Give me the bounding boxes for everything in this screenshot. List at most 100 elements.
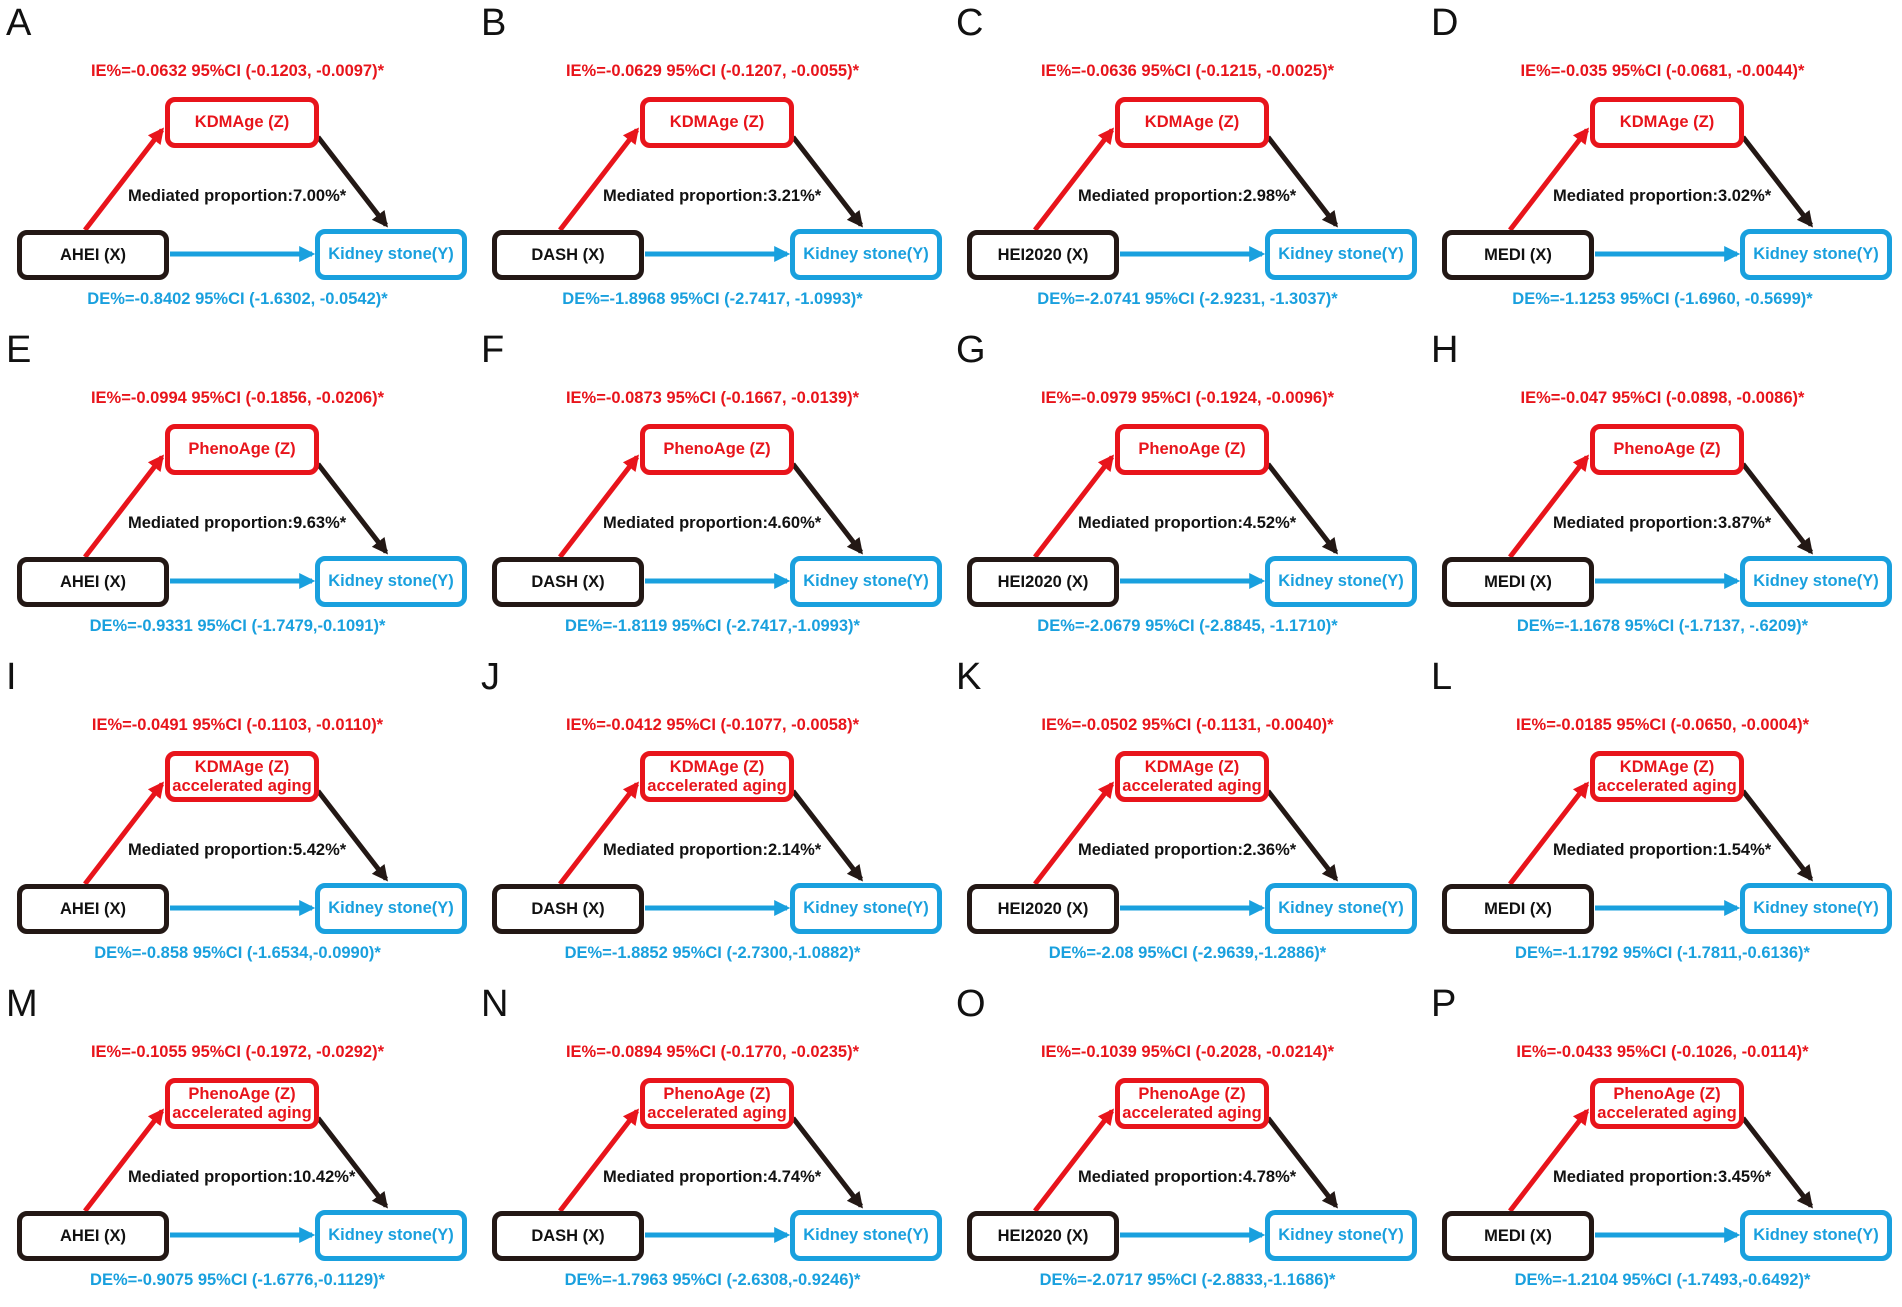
exposure-box: MEDI (X) <box>1442 557 1594 607</box>
panel-letter: G <box>956 329 986 371</box>
mediator-label: PhenoAge (Z) <box>1138 440 1245 459</box>
path-arrows <box>558 127 863 263</box>
indirect-effect-label: IE%=-0.1055 95%CI (-0.1972, -0.0292)* <box>90 1043 385 1061</box>
arrow-x-to-z <box>1033 1108 1114 1213</box>
panel-letter: K <box>956 656 982 698</box>
mediated-proportion-label: Mediated proportion:2.98%* <box>1078 187 1297 205</box>
panel-letter: M <box>6 983 38 1025</box>
mediator-label-line: KDMAge (Z) <box>669 757 765 776</box>
mediator-label-line: KDMAge (Z) <box>1619 113 1715 131</box>
direct-effect-label: DE%=-2.08 95%CI (-2.9639,-1.2886)* <box>1048 944 1327 962</box>
direct-effect-label: DE%=-2.0679 95%CI (-2.8845, -1.1710)* <box>1037 617 1338 635</box>
exposure-box: AHEI (X) <box>17 230 169 280</box>
panel-letter: A <box>6 2 32 44</box>
indirect-effect-label: IE%=-0.0873 95%CI (-0.1667, -0.0139)* <box>565 389 860 407</box>
arrow-x-to-z <box>1508 1108 1589 1213</box>
direct-effect-label: DE%=-1.8852 95%CI (-2.7300,-1.0882)* <box>564 944 861 962</box>
outcome-box: Kidney stone(Y) <box>790 229 942 280</box>
panel-letter: C <box>956 2 984 44</box>
arrow-x-to-z <box>1033 454 1114 559</box>
arrow-x-to-z <box>1033 781 1114 886</box>
mediator-label-line: KDMAge (Z) <box>1144 757 1240 776</box>
mediator-label-line: accelerated aging <box>1597 1103 1737 1122</box>
mediator-label-line: accelerated aging <box>647 1103 787 1122</box>
mediator-label-line: PhenoAge (Z) <box>188 1084 296 1103</box>
mediated-proportion-label: Mediated proportion:4.52%* <box>1078 514 1297 532</box>
indirect-effect-label: IE%=-0.035 95%CI (-0.0681, -0.0044)* <box>1520 62 1805 80</box>
arrow-z-to-y <box>1741 462 1813 555</box>
path-arrows <box>1033 1108 1338 1244</box>
exposure-box: DASH (X) <box>492 1211 644 1261</box>
exposure-box: AHEI (X) <box>17 884 169 934</box>
mediator-label: KDMAge (Z)accelerated aging <box>1122 758 1261 796</box>
mediated-proportion-label: Mediated proportion:3.21%* <box>603 187 822 205</box>
path-arrows <box>83 781 388 917</box>
indirect-effect-label: IE%=-0.0894 95%CI (-0.1770, -0.0235)* <box>565 1043 860 1061</box>
path-arrows <box>1508 1108 1813 1244</box>
exposure-box: AHEI (X) <box>17 557 169 607</box>
path-arrows <box>1508 454 1813 590</box>
exposure-box: HEI2020 (X) <box>967 230 1119 280</box>
panel-m: M IE%=-0.1055 95%CI (-0.1972, -0.0292)* Ph… <box>0 981 475 1307</box>
arrow-x-to-z <box>558 454 639 559</box>
mediator-label-line: KDMAge (Z) <box>194 113 290 131</box>
arrow-z-to-y <box>1741 135 1813 228</box>
mediator-label-line: accelerated aging <box>172 776 312 795</box>
mediated-proportion-label: Mediated proportion:1.54%* <box>1553 841 1772 859</box>
mediator-label-line: PhenoAge (Z) <box>663 440 771 458</box>
exposure-box: AHEI (X) <box>17 1211 169 1261</box>
mediator-label: KDMAge (Z) <box>1620 113 1714 132</box>
path-arrows <box>83 127 388 263</box>
mediator-label-line: PhenoAge (Z) <box>1138 1084 1246 1103</box>
outcome-box: Kidney stone(Y) <box>315 229 467 280</box>
exposure-box: HEI2020 (X) <box>967 1211 1119 1261</box>
path-arrows <box>1033 127 1338 263</box>
indirect-effect-label: IE%=-0.0636 95%CI (-0.1215, -0.0025)* <box>1040 62 1335 80</box>
arrow-z-to-y <box>791 789 863 882</box>
mediator-box: KDMAge (Z) <box>1590 97 1744 148</box>
arrow-z-to-y <box>791 1116 863 1209</box>
mediated-proportion-label: Mediated proportion:4.78%* <box>1078 1168 1297 1186</box>
outcome-box: Kidney stone(Y) <box>1265 229 1417 280</box>
outcome-box: Kidney stone(Y) <box>790 883 942 934</box>
arrow-x-to-z <box>83 781 164 886</box>
mediator-label: KDMAge (Z)accelerated aging <box>1597 758 1736 796</box>
indirect-effect-label: IE%=-0.0994 95%CI (-0.1856, -0.0206)* <box>90 389 385 407</box>
direct-effect-label: DE%=-1.2104 95%CI (-1.7493,-0.6492)* <box>1514 1271 1811 1289</box>
path-arrows <box>558 454 863 590</box>
mediator-label: PhenoAge (Z)accelerated aging <box>647 1085 786 1123</box>
arrow-x-to-z <box>558 1108 639 1213</box>
indirect-effect-label: IE%=-0.0185 95%CI (-0.0650, -0.0004)* <box>1515 716 1810 734</box>
arrow-z-to-y <box>1266 789 1338 882</box>
outcome-box: Kidney stone(Y) <box>315 1210 467 1261</box>
indirect-effect-label: IE%=-0.047 95%CI (-0.0898, -0.0086)* <box>1520 389 1805 407</box>
arrow-z-to-y <box>1741 1116 1813 1209</box>
mediator-label: KDMAge (Z) <box>670 113 764 132</box>
outcome-box: Kidney stone(Y) <box>1740 229 1892 280</box>
exposure-box: DASH (X) <box>492 557 644 607</box>
arrow-z-to-y <box>316 1116 388 1209</box>
arrow-x-to-z <box>1508 454 1589 559</box>
indirect-effect-label: IE%=-0.1039 95%CI (-0.2028, -0.0214)* <box>1040 1043 1335 1061</box>
path-arrows <box>558 1108 863 1244</box>
outcome-box: Kidney stone(Y) <box>1265 1210 1417 1261</box>
indirect-effect-label: IE%=-0.0502 95%CI (-0.1131, -0.0040)* <box>1041 716 1334 734</box>
mediated-proportion-label: Mediated proportion:4.74%* <box>603 1168 822 1186</box>
arrow-z-to-y <box>1741 789 1813 882</box>
mediator-box: KDMAge (Z) <box>165 97 319 148</box>
path-arrows <box>83 454 388 590</box>
mediator-box: KDMAge (Z) <box>640 97 794 148</box>
mediator-box: KDMAge (Z)accelerated aging <box>640 751 794 802</box>
mediator-label: PhenoAge (Z) <box>663 440 770 459</box>
arrow-x-to-z <box>558 781 639 886</box>
mediator-label-line: KDMAge (Z) <box>669 113 765 131</box>
